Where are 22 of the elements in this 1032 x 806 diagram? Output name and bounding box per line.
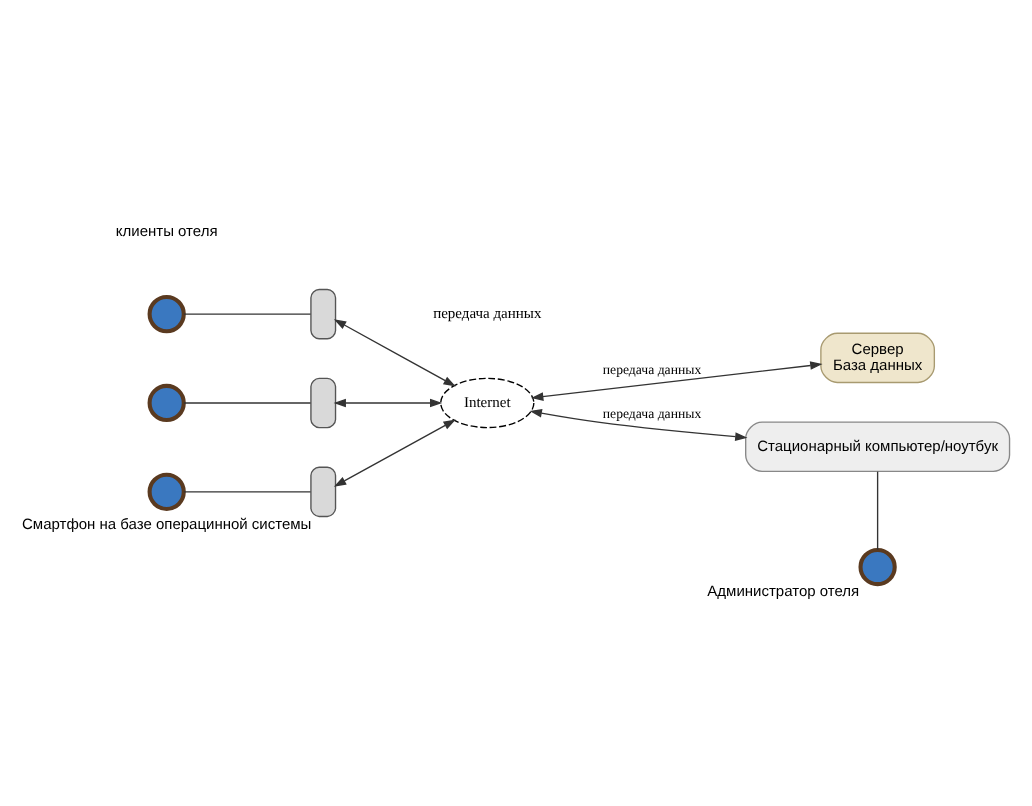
- label: передача данных: [433, 302, 542, 321]
- arrow: [531, 360, 823, 400]
- node-label: Смартфон на базе операцинной системы: [22, 513, 312, 532]
- node-box: Стационарный компьютер/ноутбук: [745, 420, 1011, 471]
- node-phone: [310, 376, 337, 428]
- node-person: [858, 546, 897, 586]
- node-label: Администратор отеля: [707, 581, 860, 600]
- arrow: [333, 418, 456, 486]
- connector: [876, 469, 879, 550]
- node-box: Сервер База данных: [820, 331, 936, 383]
- node-person: [147, 471, 186, 510]
- arrow: [333, 318, 456, 386]
- node-phone: [310, 287, 337, 339]
- connector: [183, 312, 312, 314]
- node-person: [147, 382, 186, 422]
- label: клиенты отеля: [115, 220, 218, 239]
- arrow: [333, 397, 443, 407]
- connector: [183, 490, 312, 492]
- node-person: [147, 293, 186, 333]
- node-phone: [310, 465, 337, 517]
- arrow: [529, 407, 748, 440]
- connector: [183, 401, 312, 403]
